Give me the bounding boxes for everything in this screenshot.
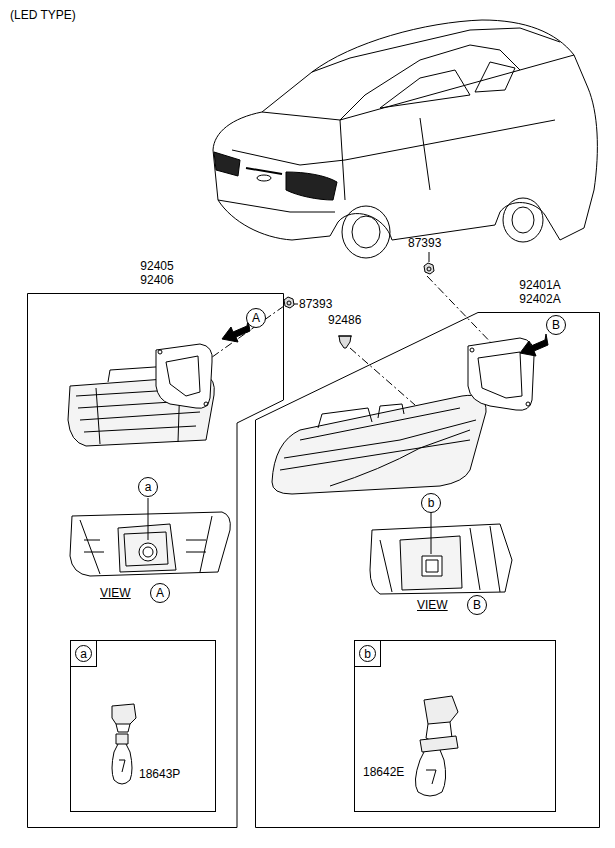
callout-letter: b xyxy=(364,647,371,661)
part-number: 87393 xyxy=(299,297,332,311)
view-label: VIEW xyxy=(100,586,131,600)
callout-circle: A xyxy=(150,583,170,603)
part-number: 92402A xyxy=(519,292,560,306)
part-number: 18642E xyxy=(363,765,404,779)
panel-outline xyxy=(27,293,284,828)
panel-border xyxy=(28,294,284,828)
callout-circle: A xyxy=(246,308,266,328)
detail-box: a 18643P xyxy=(70,640,216,812)
arrow-symbol xyxy=(222,320,250,342)
arrow-symbol xyxy=(520,334,548,356)
label-holder: VIEW xyxy=(417,598,448,612)
part-number: 92406 xyxy=(140,273,173,287)
label-holder: VIEW xyxy=(100,586,131,600)
part-number-holder: 18643P xyxy=(139,767,180,781)
assembly-line xyxy=(208,276,500,405)
view-drawing xyxy=(370,512,512,594)
gasket-drawing xyxy=(156,344,212,408)
callout-letter: A xyxy=(156,586,164,600)
callout-letter: a xyxy=(80,647,87,661)
callout-circle: b xyxy=(421,493,441,513)
panel-border xyxy=(256,313,600,828)
callout-letter: a xyxy=(145,480,152,494)
label-holder: 87393 xyxy=(408,236,441,250)
callout-letter: b xyxy=(428,496,435,510)
label-holder: 87393 xyxy=(299,297,332,311)
part-number: 92486 xyxy=(328,313,361,327)
part-number: 92401A xyxy=(519,278,560,292)
grommet-symbol xyxy=(338,336,352,348)
detail-tab: b xyxy=(355,641,381,667)
detail-box: b 18642E xyxy=(354,640,556,812)
part-number: 92405 xyxy=(140,259,173,273)
callout-letter: A xyxy=(252,311,260,325)
bulb-socket-drawing xyxy=(112,704,136,784)
part-number-holder: 18642E xyxy=(363,765,404,779)
group-panel: 9240592406AaAa18643P xyxy=(27,293,284,828)
callout-letter: B xyxy=(552,318,560,332)
callout-circle: a xyxy=(75,645,92,662)
title-holder: (LED TYPE) xyxy=(10,8,76,22)
part-number: 18643P xyxy=(139,767,180,781)
callout-circle: B xyxy=(546,315,566,335)
callout-circle: b xyxy=(359,645,376,662)
part-number-heading: 9240592406 xyxy=(140,259,173,287)
callout-circle: a xyxy=(138,477,158,497)
group-panel: 92401A92402ABbBb18642E xyxy=(255,312,600,828)
car-drawing xyxy=(213,20,597,258)
leader-line xyxy=(294,304,298,305)
diagram-title: (LED TYPE) xyxy=(10,8,76,22)
callout-circle: B xyxy=(467,595,487,615)
outer-lamp-drawing xyxy=(272,395,486,494)
detail-tab: a xyxy=(71,641,97,667)
part-number-heading: 92401A92402A xyxy=(519,278,560,306)
view-label: VIEW xyxy=(417,598,448,612)
bulb-socket-drawing xyxy=(415,696,458,796)
part-number: 87393 xyxy=(408,236,441,250)
leader-line xyxy=(429,252,430,262)
callout-letter: B xyxy=(473,598,481,612)
view-drawing xyxy=(70,498,230,576)
label-holder: 92486 xyxy=(328,313,361,327)
panel-outline xyxy=(255,312,600,828)
